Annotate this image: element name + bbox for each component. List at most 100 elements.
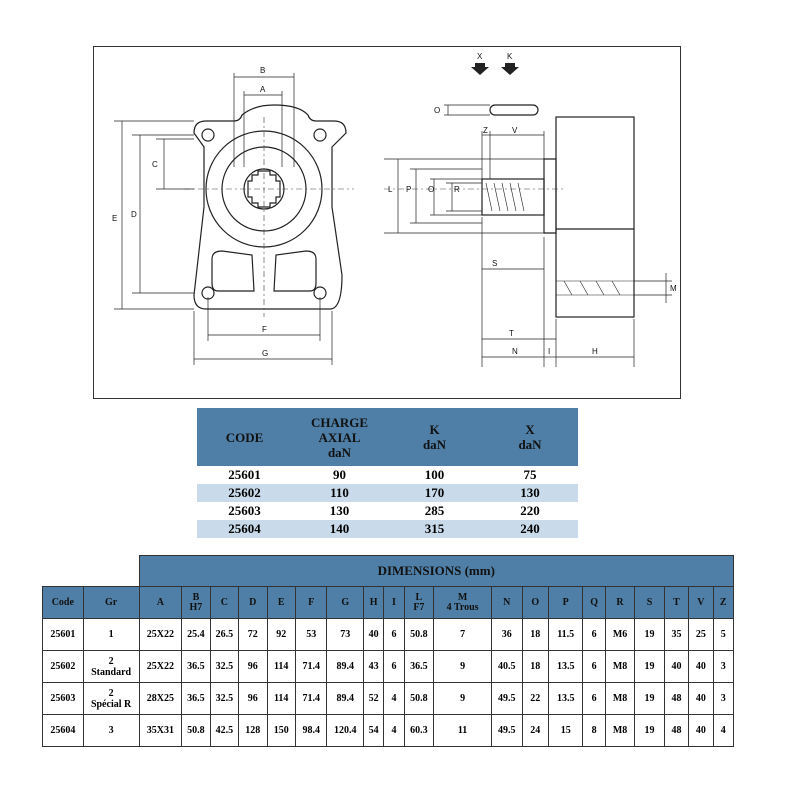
load-cell-x: 75 <box>482 466 578 484</box>
dim-col-t: T <box>663 586 690 619</box>
dim-col-v: V <box>688 586 714 619</box>
dim-cell: 35 <box>663 618 690 651</box>
dim-cell: 50.8 <box>403 618 435 651</box>
dim-cell: 48 <box>663 682 690 715</box>
dim-label-l: L <box>388 185 393 194</box>
dim-cell: 40 <box>688 714 714 747</box>
dim-cell: 36.5 <box>181 682 211 715</box>
dim-col-f: F <box>294 586 328 619</box>
dim-cell: 19 <box>634 714 665 747</box>
dim-cell: 4 <box>712 714 734 747</box>
dim-cell: 40 <box>688 650 714 683</box>
dim-col-n: N <box>491 586 523 619</box>
dim-title-blank <box>42 555 140 587</box>
dim-cell: 71.4 <box>294 650 328 683</box>
dim-cell: 3 <box>712 682 734 715</box>
load-cell-code: 25601 <box>197 466 292 484</box>
load-row: 25602 110 170 130 <box>197 484 578 502</box>
dim-cell: 40 <box>363 618 385 651</box>
dim-cell: 54 <box>363 714 385 747</box>
dim-cell: 25.4 <box>181 618 211 651</box>
dim-cell: 6 <box>383 618 405 651</box>
dim-label-v: V <box>512 126 518 135</box>
dim-label-b: B <box>260 66 265 75</box>
dim-cell: 18 <box>521 618 549 651</box>
spline-profile <box>247 170 281 208</box>
dim-cell: 32.5 <box>209 650 240 683</box>
dim-cell: 15 <box>547 714 584 747</box>
dim-cell: 25604 <box>42 714 84 747</box>
dim-cell: 89.4 <box>326 682 365 715</box>
dim-cell: 40 <box>663 650 690 683</box>
load-row: 25604 140 315 240 <box>197 520 578 538</box>
load-cell-charge: 90 <box>292 466 387 484</box>
pocket-right <box>273 250 317 292</box>
dim-label-f: F <box>262 325 267 334</box>
dim-col-h: H <box>363 586 385 619</box>
load-cell-charge: 140 <box>292 520 387 538</box>
dim-label-o: O <box>428 185 434 194</box>
dim-col-i: I <box>383 586 405 619</box>
dim-cell: 114 <box>266 682 296 715</box>
dim-cell: 35X31 <box>138 714 183 747</box>
dim-cell: 4 <box>383 682 405 715</box>
dim-cell: 49.5 <box>491 682 523 715</box>
dim-cell: M6 <box>604 618 636 651</box>
dim-label-t: T <box>509 329 514 338</box>
drawing-svg: B A C D E F G X K O Z V L P O R S T N I … <box>112 52 677 367</box>
dim-cell: 7 <box>433 618 493 651</box>
dim-col-s: S <box>634 586 665 619</box>
dim-cell: 32.5 <box>209 682 240 715</box>
dim-label-o-top: O <box>434 106 440 115</box>
load-cell-x: 130 <box>482 484 578 502</box>
dim-cell: 19 <box>634 682 665 715</box>
dim-label-i: I <box>548 347 550 356</box>
dim-cell: 52 <box>363 682 385 715</box>
load-cell-x: 240 <box>482 520 578 538</box>
dim-cell: 25601 <box>42 618 84 651</box>
k-arrow-icon <box>501 63 519 75</box>
dim-cell: 25 <box>688 618 714 651</box>
dim-label-g: G <box>262 349 268 358</box>
dim-cell: 6 <box>582 682 606 715</box>
bolt-hole-tl <box>201 128 215 142</box>
load-cell-x: 220 <box>482 502 578 520</box>
dim-cell: M8 <box>604 650 636 683</box>
dim-col-z: Z <box>712 586 734 619</box>
dim-cell: 114 <box>266 650 296 683</box>
dim-cell: 50.8 <box>181 714 211 747</box>
dim-cell: 8 <box>582 714 606 747</box>
load-cell-code: 25603 <box>197 502 292 520</box>
dim-cell-gr: 3 <box>82 714 140 747</box>
dim-cell: 72 <box>238 618 268 651</box>
dim-cell: 9 <box>433 682 493 715</box>
dim-cell: 53 <box>294 618 328 651</box>
dim-cell: 22 <box>521 682 549 715</box>
load-cell-code: 25604 <box>197 520 292 538</box>
dim-col-c: C <box>209 586 240 619</box>
load-cell-code: 25602 <box>197 484 292 502</box>
dim-row: 25601 1 25X22 25.4 26.5 72 92 53 73 40 6… <box>42 618 734 651</box>
dim-col-gr: Gr <box>82 586 140 619</box>
dim-label-k: K <box>507 52 513 61</box>
dim-cell: 49.5 <box>491 714 523 747</box>
dim-cell: 48 <box>663 714 690 747</box>
load-cell-charge: 130 <box>292 502 387 520</box>
dim-cell: 96 <box>238 650 268 683</box>
dim-cell: 36.5 <box>181 650 211 683</box>
dim-col-q: Q <box>582 586 606 619</box>
dim-cell: 36 <box>491 618 523 651</box>
dim-cell: 3 <box>712 650 734 683</box>
load-cell-k: 170 <box>387 484 482 502</box>
dim-cell: 36.5 <box>403 650 435 683</box>
dim-cell: 18 <box>521 650 549 683</box>
